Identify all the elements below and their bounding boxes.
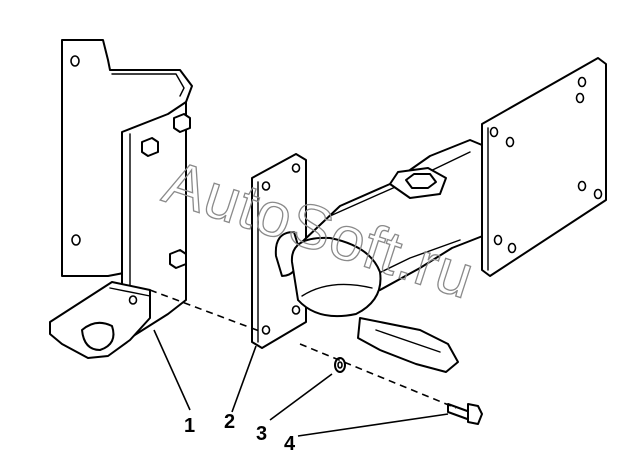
callout-3: 3 bbox=[256, 423, 267, 445]
arm-knob bbox=[389, 167, 447, 199]
mounting-bracket bbox=[49, 39, 193, 359]
bracket-stud bbox=[141, 113, 191, 269]
callout-1: 1 bbox=[184, 415, 195, 437]
callout-4: 4 bbox=[284, 433, 296, 455]
assembly-axis-line bbox=[149, 289, 457, 409]
callout-leaders bbox=[153, 329, 449, 437]
callout-2: 2 bbox=[224, 411, 235, 433]
washer bbox=[334, 357, 346, 373]
bolt bbox=[447, 403, 483, 425]
swivel-arm-assembly bbox=[274, 57, 607, 373]
